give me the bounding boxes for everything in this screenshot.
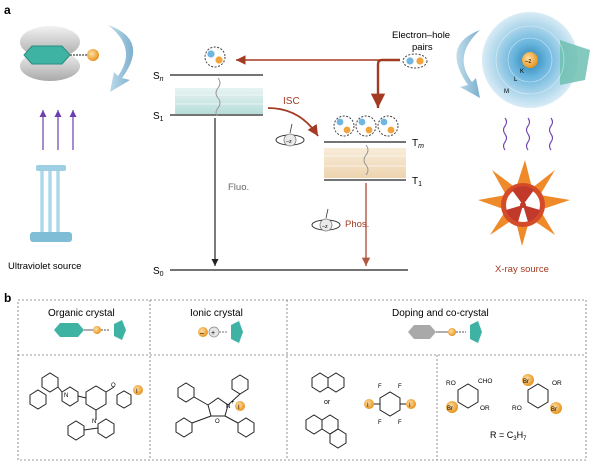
- t1-label: T1: [412, 176, 422, 188]
- atom-cho: CHO: [478, 378, 492, 385]
- atom-f-4: F: [398, 420, 402, 426]
- shell-m: M: [504, 89, 509, 95]
- organic-crystal-schematic: [54, 320, 126, 340]
- atom-o: O: [111, 383, 116, 389]
- atom-f-2: F: [398, 384, 402, 390]
- uv-molecule-illustration: [20, 26, 99, 81]
- atom-n-1: N: [64, 393, 68, 399]
- structure-dibromo: [527, 383, 549, 409]
- s0-label: S0: [153, 266, 164, 278]
- exciton-pair-right: [402, 53, 428, 69]
- bromine-highlight-1: [446, 401, 458, 413]
- panel-b-table: [17, 299, 587, 461]
- s1-label: S1: [153, 111, 164, 123]
- or-word: or: [324, 399, 331, 406]
- shell-k: K: [520, 69, 524, 75]
- exciton-sn: [204, 46, 226, 68]
- uv-light-arrows: [39, 110, 77, 150]
- panel-b-label: b: [4, 291, 11, 305]
- iodide-highlight: [235, 401, 245, 411]
- col-title-organic: Organic crystal: [48, 308, 115, 319]
- bromine-highlight-2: [522, 374, 534, 386]
- atom-br-2: Br: [523, 379, 529, 385]
- isc-label: ISC: [283, 96, 300, 107]
- uv-lamp-icon: [30, 165, 72, 242]
- col-title-doping: Doping and co-crystal: [392, 308, 489, 319]
- iodine-highlight-right: [406, 399, 416, 409]
- structure-tetrafluoro-diiodobenzene: [374, 391, 406, 417]
- electron-hole-label-line2: pairs: [412, 42, 433, 53]
- heavy-atom-spin-icon-phos: –z: [311, 208, 341, 232]
- sn-label: Sn: [153, 71, 164, 83]
- atom-n-ionic: N: [226, 404, 230, 410]
- atom-f-3: F: [378, 420, 382, 426]
- xray-incoming-arrow: [456, 30, 480, 98]
- isc-arrow: [267, 107, 319, 137]
- atom-f-1: F: [378, 384, 382, 390]
- svg-text:–: –: [200, 330, 204, 337]
- heavy-atom-spin-icon-isc: –z: [275, 123, 305, 147]
- iodine-highlight-1: [133, 385, 143, 395]
- xray-waves: [502, 117, 554, 151]
- shell-l: L: [514, 77, 518, 83]
- electron-hole-label-line1: Electron–hole: [392, 30, 450, 41]
- atom-plus-ionic: +: [231, 400, 235, 406]
- xray-source-label: X-ray source: [495, 264, 549, 275]
- fluo-label: Fluo.: [228, 182, 249, 193]
- panel-a-label: a: [4, 3, 11, 17]
- atom-i-ionic: I: [238, 405, 240, 411]
- atom-i-1: I: [136, 389, 138, 395]
- s1-band: [175, 88, 263, 114]
- xray-source-icon: [478, 160, 570, 246]
- atom-i-left: I: [367, 403, 369, 409]
- atom-i-right: I: [409, 403, 411, 409]
- atom-n-2: N: [92, 419, 96, 425]
- atom-ro-2: RO: [512, 405, 522, 412]
- atom-o-ionic: O: [215, 419, 220, 425]
- atom-br-1: Br: [447, 406, 453, 412]
- phos-label: Phos.: [345, 219, 369, 230]
- uv-source-label: Ultraviolet source: [8, 261, 81, 272]
- doping-crystal-schematic: [408, 321, 482, 343]
- atom-br-3: Br: [551, 407, 557, 413]
- svg-text:–z: –z: [286, 139, 292, 145]
- tm-label: Tm: [412, 138, 424, 150]
- r-formula: R = C3H7: [490, 430, 527, 442]
- atom-ro-1: RO: [446, 380, 456, 387]
- col-title-ionic: Ionic crystal: [190, 308, 243, 319]
- svg-text:–z: –z: [322, 224, 328, 230]
- uv-incoming-arrow: [108, 25, 134, 92]
- ionic-crystal-schematic: – +: [198, 321, 243, 343]
- structure-bromo-aldehyde: [457, 383, 479, 409]
- atom-or-1: OR: [480, 405, 490, 412]
- jablonski-diagram: [170, 55, 408, 271]
- svg-text:–z: –z: [525, 59, 531, 65]
- bromine-highlight-3: [550, 402, 562, 414]
- iodine-highlight-left: [364, 399, 374, 409]
- triplet-excitons: [333, 115, 399, 137]
- structure-naphthalene: [311, 372, 345, 393]
- structure-triazine-carbazole: [29, 372, 132, 441]
- structure-phenanthrene: [305, 414, 347, 449]
- triplet-population-arrow: [370, 58, 400, 108]
- xray-atom-illustration: –z K L M: [482, 12, 590, 108]
- atom-or-2: OR: [552, 380, 562, 387]
- structure-oxazolium: [175, 374, 255, 438]
- svg-text:+: +: [211, 330, 215, 337]
